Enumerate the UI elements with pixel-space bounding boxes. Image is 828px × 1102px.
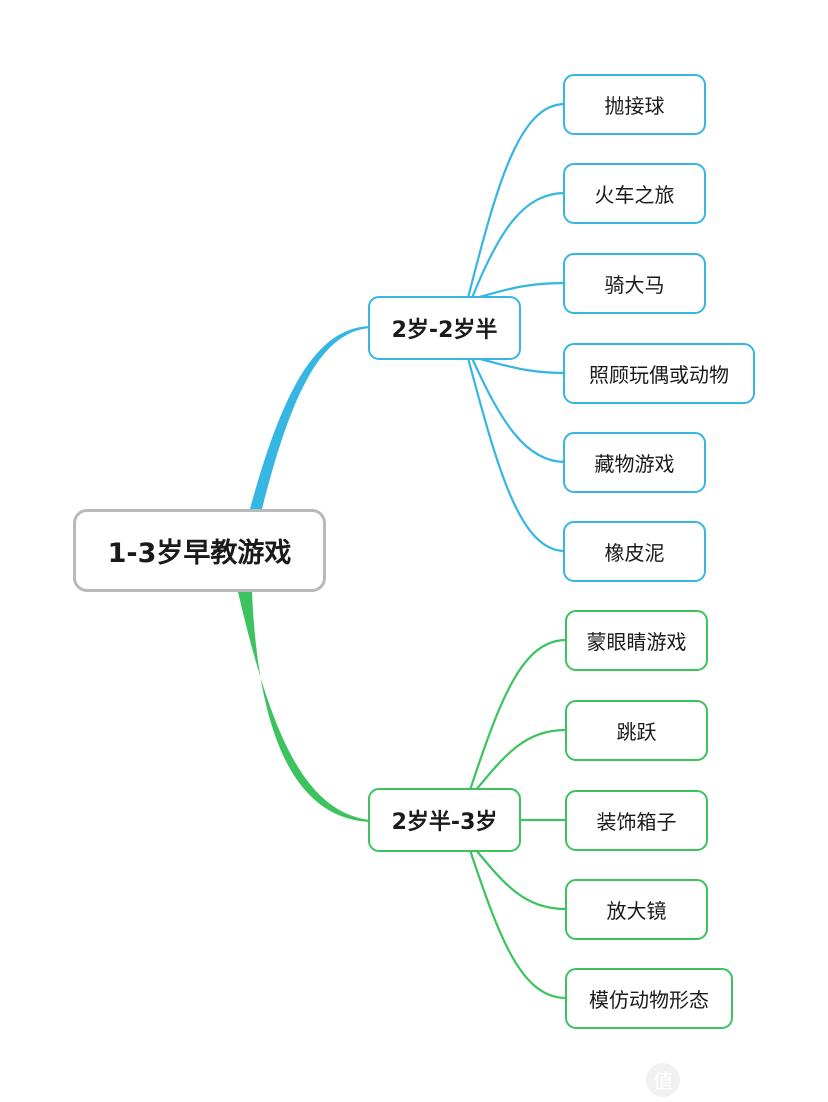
leaf-node[interactable]: 橡皮泥 — [563, 521, 706, 582]
connector-branch-2-leaf-2 — [475, 728, 567, 791]
connector-root-to-branch-2 — [238, 592, 370, 822]
watermark: 值 什么值得买 — [645, 1061, 816, 1098]
root-node[interactable]: 1-3岁早教游戏 — [73, 509, 326, 592]
leaf-node[interactable]: 蒙眼睛游戏 — [565, 610, 708, 671]
watermark-text: 什么值得买 — [685, 1067, 816, 1097]
connector-branch-2-leaf-5 — [468, 849, 567, 1000]
connector-branch-2-leaf-1 — [468, 638, 567, 791]
branch-node-2-to-2-5-years[interactable]: 2岁-2岁半 — [368, 296, 521, 360]
leaf-node[interactable]: 放大镜 — [565, 879, 708, 940]
connector-branch-1-leaf-6 — [466, 357, 566, 553]
leaf-node[interactable]: 骑大马 — [563, 253, 706, 314]
zhi-logo-icon: 值 — [645, 1062, 680, 1097]
leaf-node[interactable]: 抛接球 — [563, 74, 706, 135]
connector-branch-1-leaf-4 — [475, 356, 566, 375]
connector-root-to-branch-1 — [250, 326, 370, 509]
leaf-node[interactable]: 模仿动物形态 — [565, 968, 733, 1029]
connector-branch-1-leaf-1 — [466, 102, 566, 299]
connector-branch-1-leaf-2 — [470, 191, 566, 299]
leaf-node[interactable]: 藏物游戏 — [563, 432, 706, 493]
connector-branch-2-leaf-4 — [475, 849, 567, 911]
connector-branch-1-leaf-5 — [470, 357, 566, 464]
leaf-node[interactable]: 跳跃 — [565, 700, 708, 761]
leaf-node[interactable]: 照顾玩偶或动物 — [563, 343, 755, 404]
branch-node-2-5-to-3-years[interactable]: 2岁半-3岁 — [368, 788, 521, 852]
leaf-node[interactable]: 装饰箱子 — [565, 790, 708, 851]
leaf-node[interactable]: 火车之旅 — [563, 163, 706, 224]
connector-branch-1-leaf-3 — [475, 281, 566, 300]
